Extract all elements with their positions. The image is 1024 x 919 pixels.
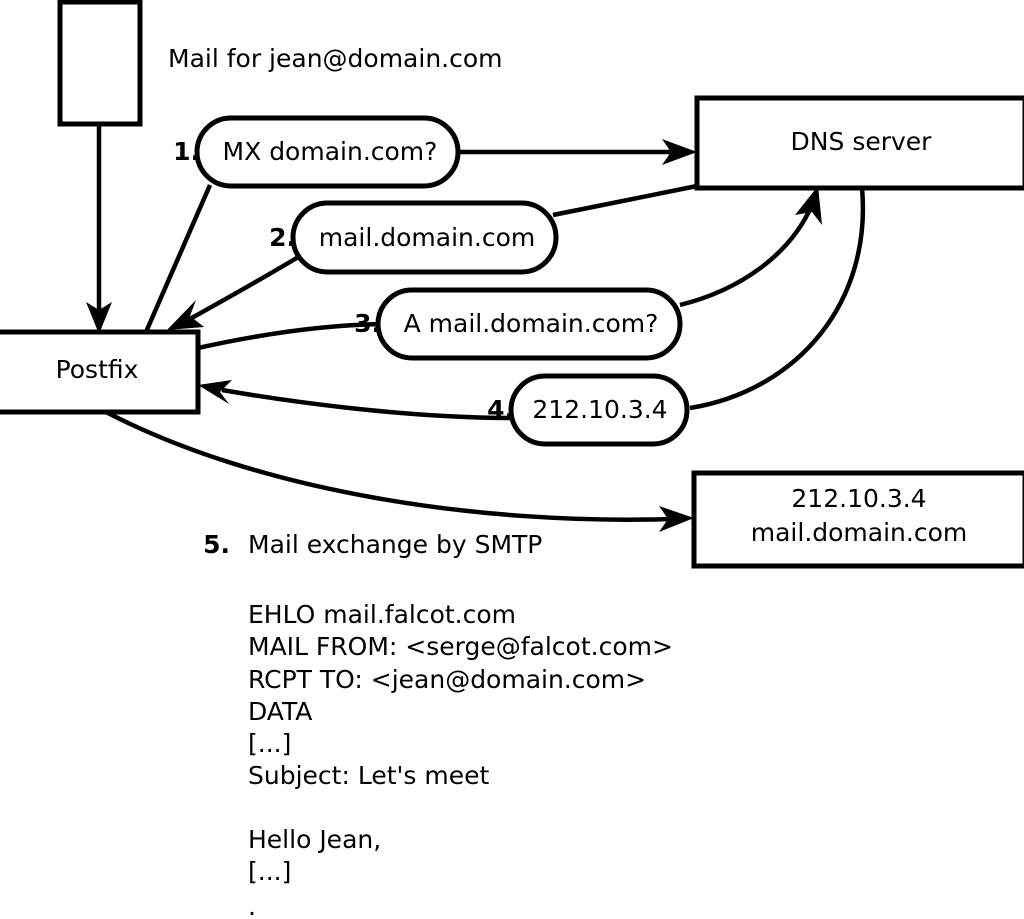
edge-dns-to-step4 [689, 187, 866, 411]
node-postfix-label: Postfix [56, 355, 139, 384]
node-postfix[interactable] [0, 329, 201, 415]
smtp-line-8: [...] [248, 857, 291, 886]
page-title: Mail for jean@domain.com [168, 44, 503, 73]
smtp-line-2: RCPT TO: <jean@domain.com> [248, 665, 646, 694]
step-5-label: Mail exchange by SMTP [248, 530, 542, 559]
smtp-line-5: Subject: Let's meet [248, 761, 489, 790]
edge-postfix-to-step1 [143, 184, 213, 333]
smtp-line-9: . [248, 892, 256, 919]
step-number-3: 3. [354, 309, 381, 338]
node-remote-mx-label-ip: 212.10.3.4 [791, 484, 926, 513]
edge-client-to-postfix [86, 124, 112, 334]
step-number-2: 2. [269, 223, 296, 252]
edge-step4-to-postfix [198, 380, 516, 421]
step-message-3: A mail.domain.com? [404, 309, 659, 338]
step-message-2: mail.domain.com [319, 223, 535, 252]
node-sender-client[interactable] [57, 0, 143, 127]
step-number-5: 5. [203, 530, 230, 559]
smtp-line-4: [...] [248, 729, 291, 758]
edge-step2-to-postfix [167, 254, 302, 330]
smtp-line-3: DATA [248, 697, 312, 726]
node-remote-mx-label-host: mail.domain.com [751, 518, 967, 547]
step-message-4: 212.10.3.4 [532, 395, 667, 424]
pill-step-1[interactable] [194, 115, 461, 189]
node-dns-server-label: DNS server [791, 127, 933, 156]
smtp-line-1: MAIL FROM: <serge@falcot.com> [248, 632, 673, 661]
edge-dns-to-step2 [552, 183, 698, 218]
node-remote-mx[interactable] [691, 470, 1024, 569]
step-number-4: 4. [487, 395, 514, 424]
edge-step1-to-dns [458, 139, 697, 165]
pill-step-4[interactable] [508, 373, 690, 447]
pill-step-3[interactable] [375, 287, 683, 361]
step-number-1: 1. [173, 137, 200, 166]
smtp-line-0: EHLO mail.falcot.com [248, 600, 516, 629]
pill-step-2[interactable] [290, 200, 559, 275]
node-dns-server[interactable] [694, 95, 1024, 191]
step-message-1: MX domain.com? [223, 137, 438, 166]
edge-postfix-to-step3 [197, 321, 382, 351]
smtp-line-7: Hello Jean, [248, 825, 381, 854]
edge-postfix-to-remote-mx [104, 410, 694, 532]
edge-step3-to-dns [679, 186, 822, 308]
